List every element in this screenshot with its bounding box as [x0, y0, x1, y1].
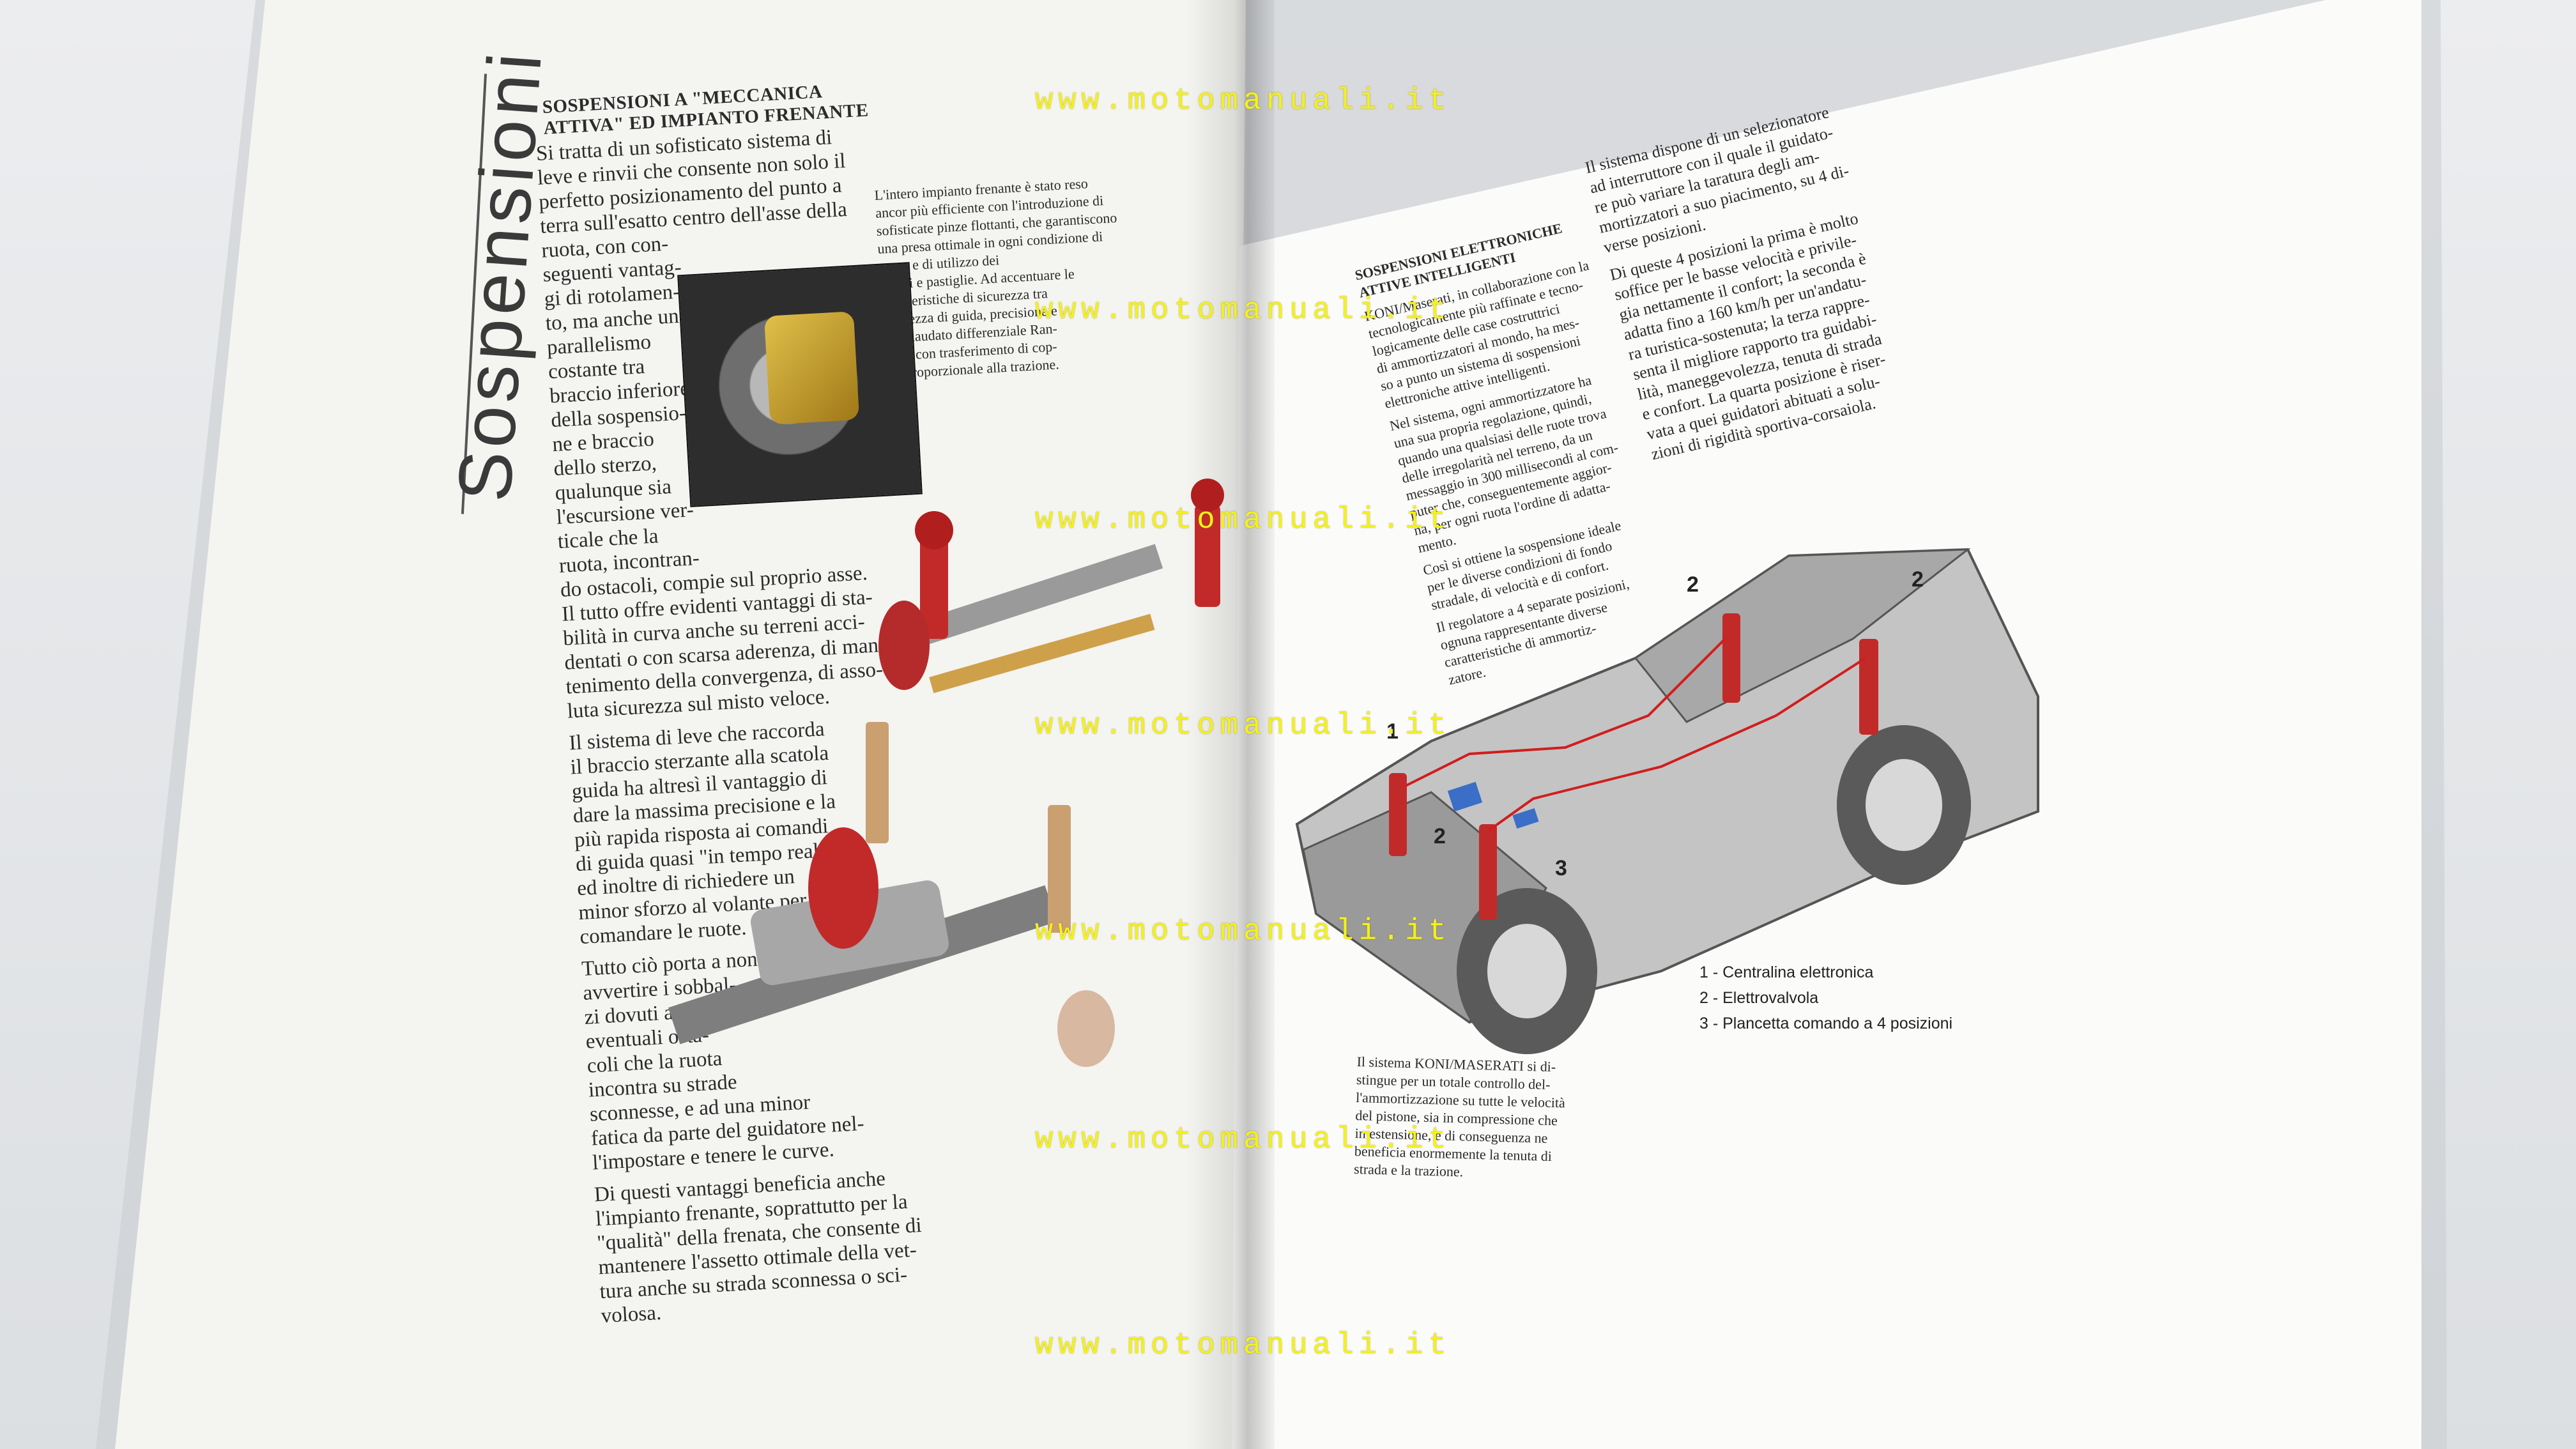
watermark: www.motomanuali.it [1035, 915, 1452, 949]
wheel-front [1457, 888, 1597, 1054]
wheel-rear [1837, 725, 1971, 885]
callout-3: 3 [1555, 856, 1567, 880]
callout-2-rear-left: 2 [1687, 572, 1699, 597]
book-gutter [1185, 0, 1275, 1449]
rear-suspension-illustration [668, 722, 1115, 1067]
legend-item: 1 - Centralina elettronica [1699, 963, 1874, 981]
right-bottom-para: Il sistema KONI/MASERATI si di- stingue … [1354, 1053, 1613, 1184]
front-suspension-illustration [878, 479, 1224, 693]
wiring-lines [1405, 638, 1867, 832]
control-unit [1447, 781, 1539, 829]
watermark: www.motomanuali.it [1035, 84, 1452, 118]
watermark: www.motomanuali.it [1035, 294, 1452, 328]
legend-item: 3 - Plancetta comando a 4 posizioni [1699, 1015, 1953, 1032]
watermark: www.motomanuali.it [1035, 1329, 1452, 1363]
watermark: www.motomanuali.it [1035, 1123, 1452, 1157]
watermark: www.motomanuali.it [1035, 709, 1452, 743]
callout-2-rear-right: 2 [1912, 567, 1924, 592]
right-bottom-paragraph: Il sistema KONI/MASERATI si di- stingue … [1354, 1053, 1613, 1184]
watermark: www.motomanuali.it [1035, 503, 1452, 537]
callout-1: 1 [1386, 719, 1399, 744]
diagram-legend: 1 - Centralina elettronica 2 - Elettrova… [1699, 960, 1952, 1036]
callout-2-front: 2 [1434, 824, 1446, 848]
shock-absorbers [1389, 613, 1878, 920]
legend-item: 2 - Elettrovalvola [1699, 989, 1819, 1007]
